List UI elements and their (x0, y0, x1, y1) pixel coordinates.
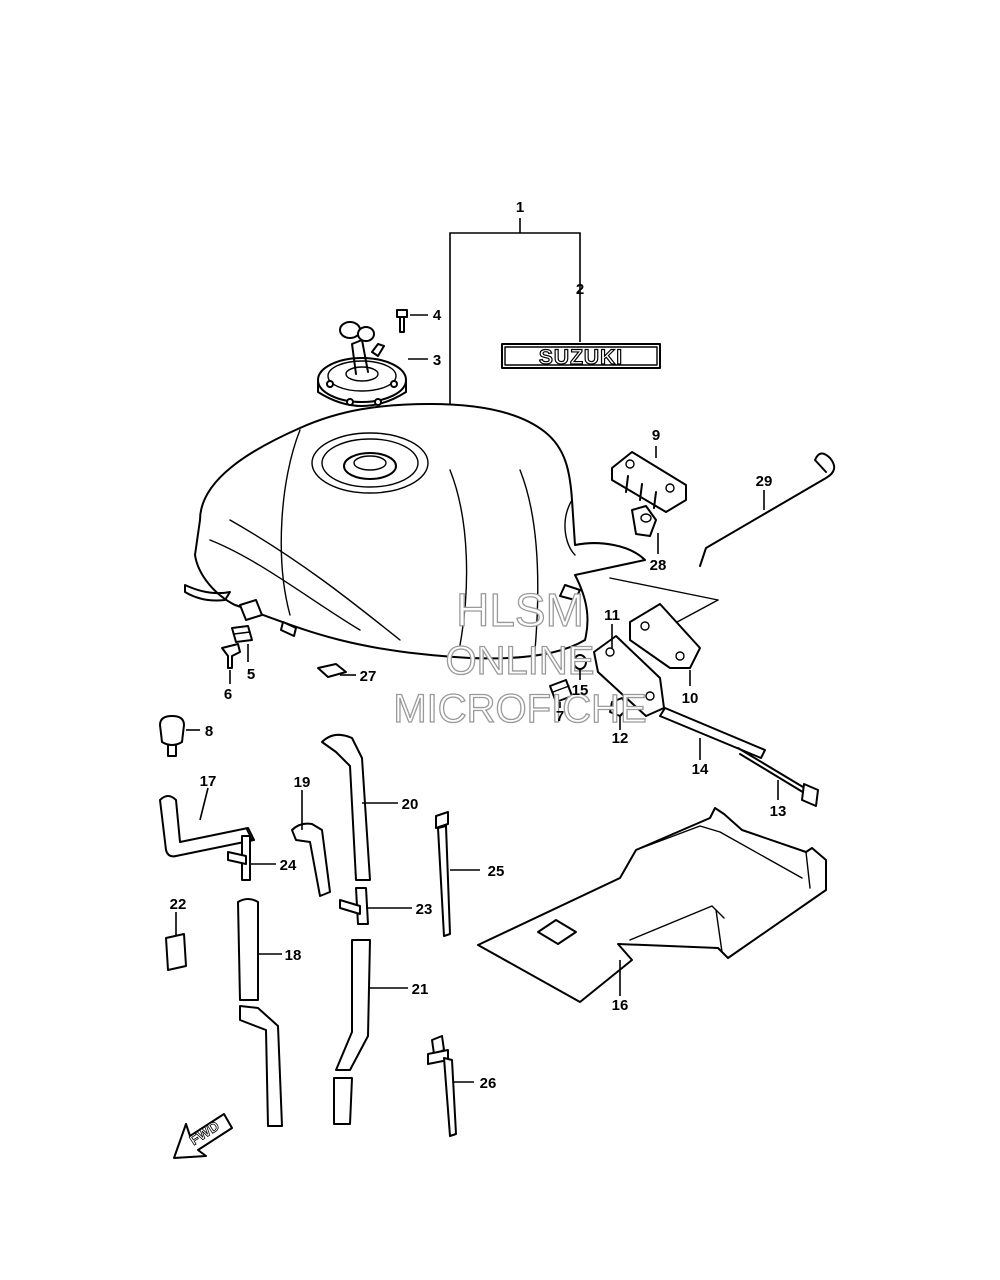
pad-22 (165, 933, 187, 971)
watermark-line-3: MICROFICHE (393, 687, 646, 731)
callout-9: 9 (652, 427, 660, 444)
callout-14: 14 (692, 761, 709, 778)
callout-29: 29 (756, 473, 773, 490)
t-joint-24 (227, 835, 251, 881)
tank-collar (221, 643, 241, 669)
nut-12 (609, 697, 629, 717)
bolt (396, 309, 408, 333)
callout-18: 18 (285, 947, 302, 964)
callout-25: 25 (488, 863, 505, 880)
pivot-bolt (737, 747, 819, 807)
leader-lines (175, 300, 779, 1083)
callout-26: 26 (480, 1075, 497, 1092)
callout-28: 28 (650, 557, 667, 574)
cushion (159, 715, 185, 757)
suzuki-emblem: SUZUKI (501, 343, 661, 370)
hose-18 (237, 898, 283, 1127)
callout-15: 15 (572, 682, 589, 699)
callout-22: 22 (170, 896, 187, 913)
damper-rubber (231, 625, 253, 643)
bracket-cushion (631, 505, 657, 537)
callout-19: 19 (294, 774, 311, 791)
callout-12: 12 (612, 730, 629, 747)
callout-24: 24 (280, 857, 297, 874)
part-1-bracket (449, 218, 581, 408)
clamp-26 (427, 1035, 457, 1137)
t-joint-23 (339, 887, 369, 925)
callout-8: 8 (205, 723, 213, 740)
callout-7: 7 (556, 708, 564, 725)
bracket-cushion-7 (549, 679, 573, 703)
callout-numbers: 1 2 3 4 5 6 7 8 9 10 11 12 13 14 15 16 1… (170, 199, 787, 1092)
callout-13: 13 (770, 803, 787, 820)
hose-20 (321, 733, 371, 881)
watermark: HLSM ONLINE MICROFICHE (393, 583, 648, 731)
caution-label (317, 663, 347, 678)
prop-rod (699, 452, 836, 567)
hose-19 (291, 822, 331, 897)
callout-6: 6 (224, 686, 232, 703)
callout-11: 11 (604, 607, 620, 624)
callout-1: 1 (516, 199, 524, 216)
callout-21: 21 (412, 981, 429, 998)
forward-direction-arrow: FWD (173, 1113, 233, 1159)
heat-shield (477, 807, 827, 1003)
emblem-text: SUZUKI (539, 346, 623, 369)
upper-bracket (611, 451, 687, 513)
callout-23: 23 (416, 901, 433, 918)
hose-21 (333, 939, 371, 1125)
callout-3: 3 (433, 352, 441, 369)
callout-10: 10 (682, 690, 699, 707)
hose-17 (159, 795, 255, 858)
fuel-cap (317, 321, 407, 407)
callout-4: 4 (433, 307, 442, 324)
callout-27: 27 (360, 668, 377, 685)
callout-16: 16 (612, 997, 629, 1014)
watermark-line-2: ONLINE (446, 639, 595, 683)
rear-bracket-10 (629, 603, 701, 669)
clamp-25 (435, 811, 451, 937)
callout-17: 17 (200, 773, 217, 790)
watermark-line-1: HLSM (456, 584, 584, 636)
pivot-pipe (659, 707, 766, 759)
fuel-tank (184, 403, 719, 660)
callout-20: 20 (402, 796, 419, 813)
callout-2: 2 (576, 281, 584, 298)
callout-5: 5 (247, 666, 255, 683)
